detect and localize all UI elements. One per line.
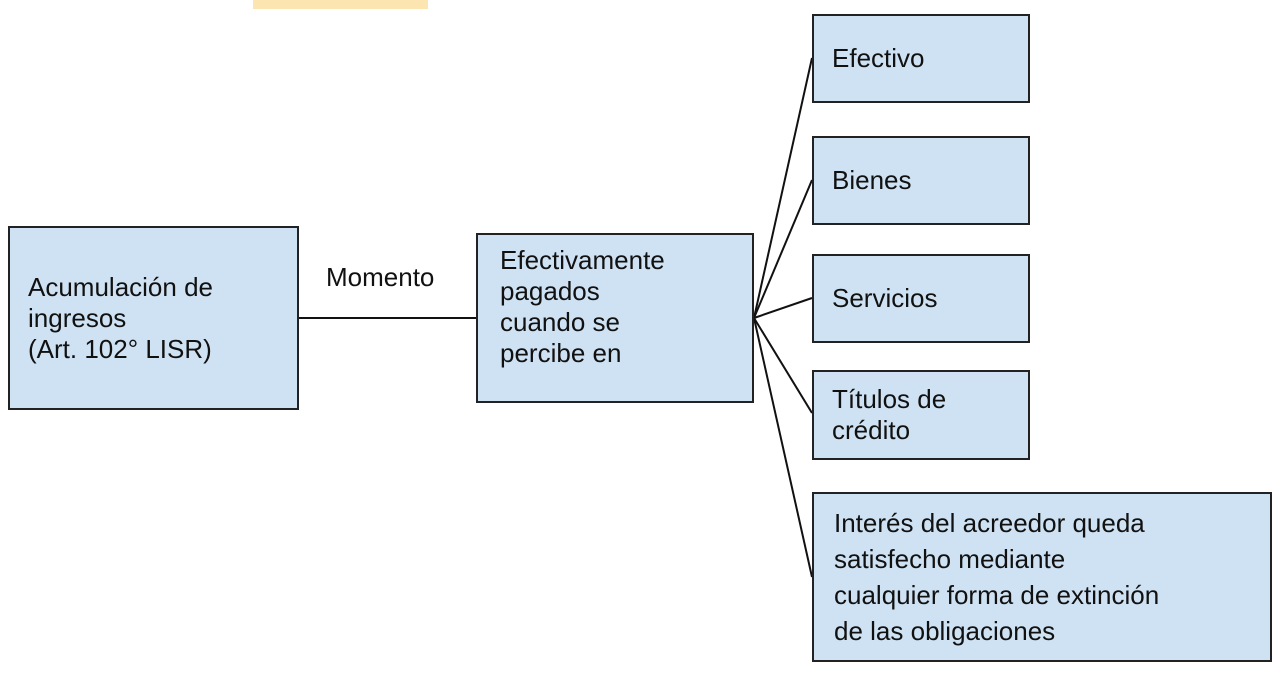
- branch-node-line: Servicios: [832, 283, 938, 313]
- middle-node-line: pagados: [500, 276, 600, 306]
- connector-middle-to-branch-3: [753, 297, 813, 319]
- middle-node: Efectivamente pagados cuando se percibe …: [476, 233, 754, 403]
- branch-node-line: crédito: [832, 415, 911, 445]
- branch-node-line: cualquier forma de extinción: [834, 580, 1160, 610]
- middle-node-line: percibe en: [500, 338, 622, 368]
- connector-middle-to-branch-5: [753, 317, 813, 578]
- branch-node-line: Interés del acreedor queda: [834, 508, 1145, 538]
- branch-node-servicios: Servicios: [812, 254, 1030, 343]
- branch-node-titulos-de-credito: Títulos de crédito: [812, 370, 1030, 460]
- branch-node-line: satisfecho mediante: [834, 544, 1066, 574]
- middle-node-line: cuando se: [500, 307, 620, 337]
- root-node-line: ingresos: [28, 302, 127, 333]
- connector-middle-to-branch-4: [753, 317, 813, 414]
- branch-node-interes-del-acreedor: Interés del acreedor queda satisfecho me…: [812, 492, 1272, 662]
- branch-node-line: Efectivo: [832, 43, 925, 73]
- edge-label-momento: Momento: [326, 262, 435, 292]
- branch-node-line: Títulos de: [832, 384, 947, 414]
- highlight-strip: [253, 0, 428, 9]
- root-node: Acumulación de ingresos (Art. 102° LISR): [8, 226, 299, 410]
- branch-node-line: Bienes: [832, 165, 912, 195]
- branch-node-bienes: Bienes: [812, 136, 1030, 225]
- root-node-line: Acumulación de: [28, 271, 213, 302]
- branch-node-efectivo: Efectivo: [812, 14, 1030, 103]
- connector-middle-to-branch-1: [753, 57, 813, 319]
- middle-node-line: Efectivamente: [500, 245, 665, 275]
- branch-node-line: de las obligaciones: [834, 616, 1056, 646]
- connector-middle-to-branch-2: [753, 179, 813, 319]
- root-node-line: (Art. 102° LISR): [28, 333, 212, 364]
